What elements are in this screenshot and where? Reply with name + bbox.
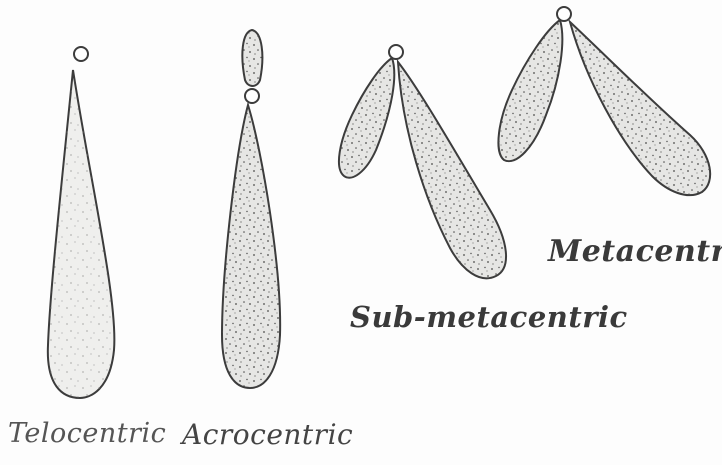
acrocentric-centromere [245, 89, 259, 103]
acrocentric-label: Acrocentric [182, 418, 353, 451]
metacentric-chromosome [498, 7, 710, 195]
sub-metacentric-chromosome [339, 45, 506, 278]
telocentric-label: Telocentric [8, 418, 166, 449]
telocentric-centromere [74, 47, 88, 61]
metacentric-label: Metacentric [548, 234, 722, 269]
telocentric-chromosome [48, 47, 115, 398]
sub-metacentric-label: Sub-metacentric [350, 300, 628, 334]
sub-metacentric-centromere [389, 45, 403, 59]
metacentric-centromere [557, 7, 571, 21]
acrocentric-chromosome [222, 30, 280, 388]
